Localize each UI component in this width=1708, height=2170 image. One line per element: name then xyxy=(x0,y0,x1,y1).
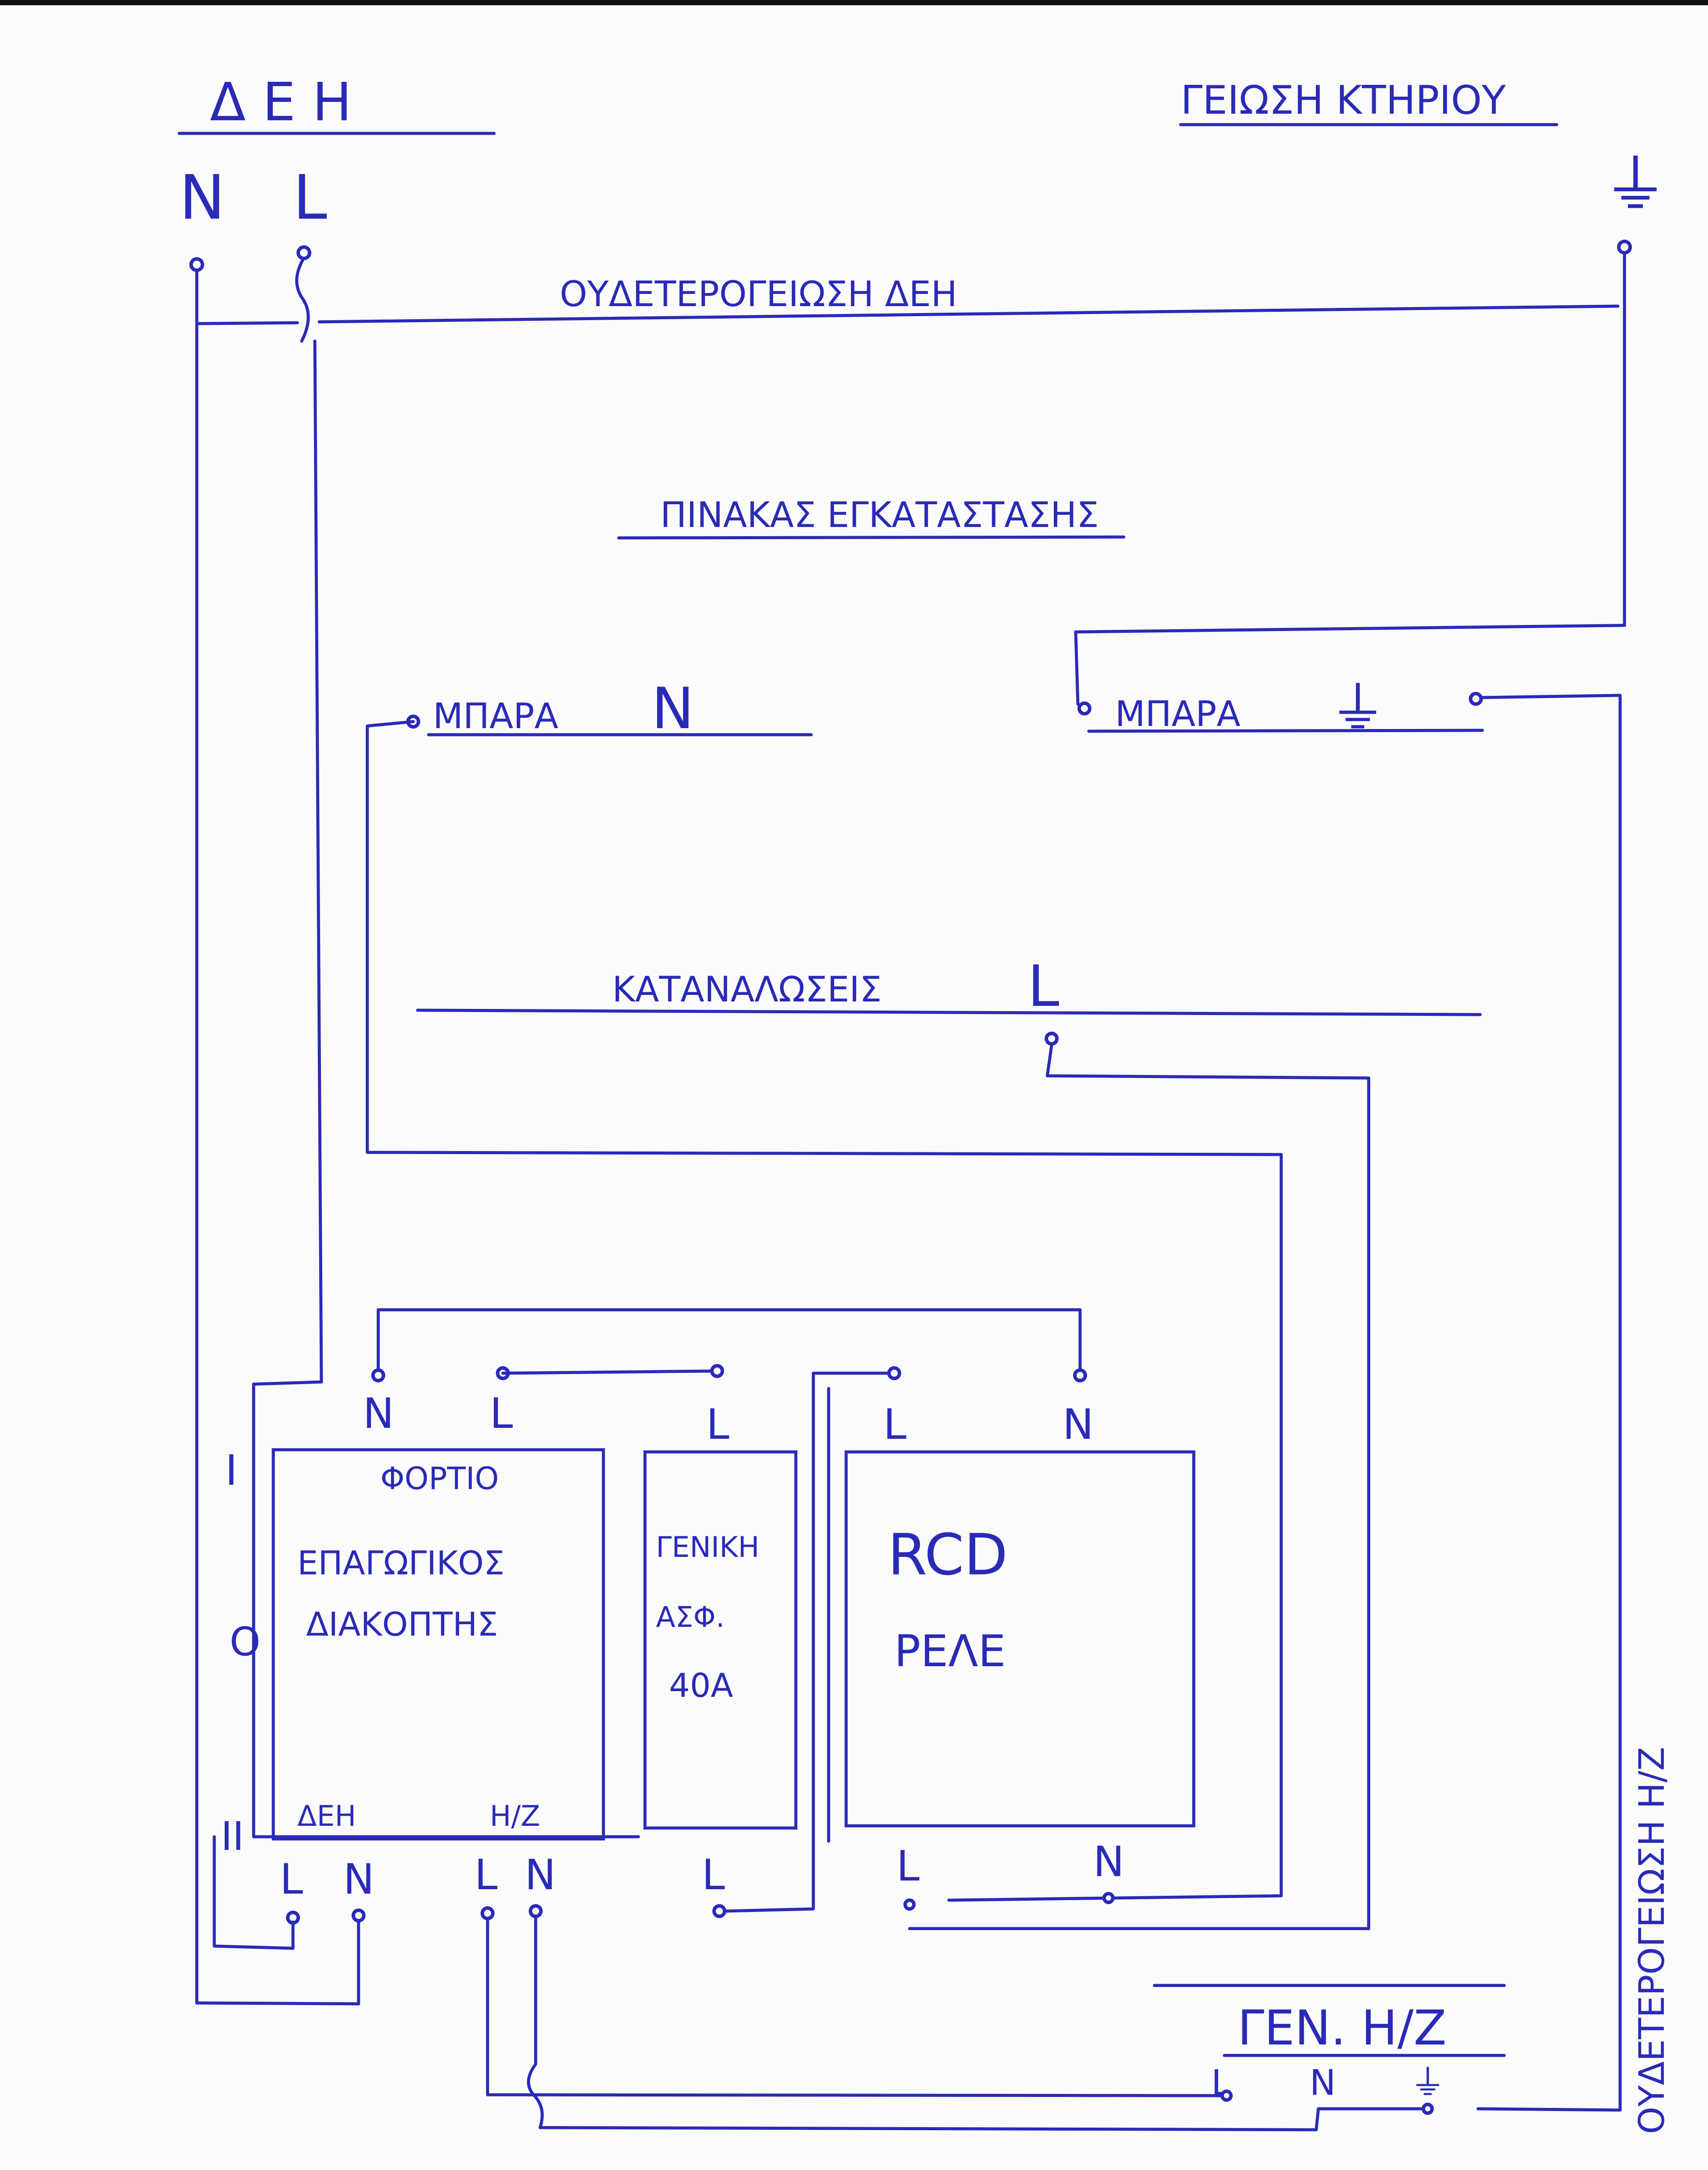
deh-l-to-switch xyxy=(213,1835,295,1950)
switch-bottom-n2: N xyxy=(525,1851,556,1899)
gen-ground-terminal xyxy=(1422,2103,1434,2115)
rcd-top-l: L xyxy=(883,1401,906,1449)
rcd-bottom-l-terminal xyxy=(903,1898,916,1911)
switch-pos-o: O xyxy=(230,1619,261,1665)
switch-n-to-rcd-n-wire xyxy=(376,1308,1082,1371)
switch-deh-n-terminal xyxy=(352,1908,366,1922)
switch-hz-l-terminal xyxy=(481,1906,495,1920)
building-ground-wire xyxy=(1074,252,1626,706)
rcd-line-1: RCD xyxy=(888,1521,1008,1588)
breaker-top-terminal xyxy=(710,1364,724,1378)
deh-l-wire xyxy=(313,339,323,1384)
crossover-bump-top xyxy=(295,256,310,343)
rcd-bottom-n: N xyxy=(1093,1838,1124,1886)
rcd-top-n-terminal xyxy=(1073,1368,1087,1382)
switch-l-to-breaker-wire xyxy=(501,1369,719,1375)
rcd-line-2: ΡΕΛΕ xyxy=(894,1626,1006,1677)
gen-l-to-switch xyxy=(486,1918,1228,2097)
breaker-line-1: ΓΕΝΙΚΗ xyxy=(656,1531,760,1564)
neutral-earthing-deh-wire xyxy=(195,304,1620,325)
bar-n-wire xyxy=(366,720,1283,1902)
deh-n-terminal xyxy=(189,257,204,272)
breaker-line-2: ΑΣΦ. xyxy=(656,1601,725,1634)
switch-bottom-l2: L xyxy=(474,1851,498,1899)
loads-label: ΚΑΤΑΝΑΛΩΣΕΙΣ xyxy=(612,969,882,1010)
switch-hz-n-terminal xyxy=(529,1904,543,1918)
switch-housing-outline xyxy=(252,1382,640,1839)
deh-n-label: N xyxy=(179,162,225,234)
bar-n-letter: N xyxy=(652,675,694,742)
switch-pos-ii: II xyxy=(221,1814,244,1860)
building-ground-icon: ⏚ xyxy=(1603,147,1668,223)
switch-top-l: L xyxy=(490,1390,513,1438)
rcd-top-l-terminal xyxy=(887,1366,901,1380)
bar-ground-label: ΜΠΑΡΑ xyxy=(1115,694,1241,734)
breaker-line-3: 40A xyxy=(669,1666,733,1705)
scan-edge xyxy=(0,0,1708,5)
rcd-bottom-l: L xyxy=(896,1842,920,1891)
loads-wire xyxy=(908,1043,1370,1930)
switch-bottom-n1: N xyxy=(343,1856,374,1904)
switch-common-lead xyxy=(252,1380,323,1386)
rcd-top-n: N xyxy=(1063,1401,1094,1449)
gen-l-terminal xyxy=(1220,2090,1233,2102)
switch-top-n: N xyxy=(363,1390,394,1438)
deh-title: Δ Ε Η xyxy=(210,72,352,133)
switch-line-3: ΔΙΑΚΟΠΤΗΣ xyxy=(306,1605,498,1643)
deh-n-to-switch xyxy=(195,1920,360,2006)
deh-l-terminal xyxy=(296,245,311,260)
breaker-bottom-terminal xyxy=(712,1904,726,1918)
switch-bottom-l1: L xyxy=(280,1856,303,1904)
switch-line-2: ΕΠΑΓΩΓΙΚΟΣ xyxy=(297,1544,505,1582)
gen-n-label: N xyxy=(1310,2062,1336,2103)
breaker-top-l: L xyxy=(706,1401,729,1449)
bar-n-label: ΜΠΑΡΑ xyxy=(433,696,558,736)
switch-line-1: ΦΟΡΤΙΟ xyxy=(380,1461,499,1497)
panel-title-underline xyxy=(617,535,1126,540)
breaker-to-rcd-l-wire xyxy=(724,1371,896,1913)
loads-letter: L xyxy=(1028,953,1059,1019)
changeover-switch-body xyxy=(272,1448,605,1841)
switch-deh-label: ΔΕΗ xyxy=(297,1800,356,1833)
building-ground-title: ΓΕΙΩΣΗ ΚΤΗΡΙΟΥ xyxy=(1181,77,1506,123)
neutral-earthing-gen-label: ΟΥΔΕΤΕΡΟΓΕΙΩΣΗ Η/Ζ xyxy=(1631,1747,1672,2134)
breaker-bottom-l: L xyxy=(702,1851,725,1899)
rcd-bottom-n-terminal xyxy=(1102,1892,1115,1904)
bar-ground-line xyxy=(1087,729,1484,733)
rcd-relay-body xyxy=(844,1450,1196,1828)
switch-pos-i: I xyxy=(225,1447,237,1495)
neutral-earthing-gen-wire xyxy=(1476,694,1622,2112)
bar-ground-terminal-left xyxy=(1077,701,1091,715)
gen-title: ΓΕΝ. Η/Ζ xyxy=(1237,2000,1447,2056)
panel-title: ΠΙΝΑΚΑΣ ΕΓΚΑΤΑΣΤΑΣΗΣ xyxy=(660,495,1099,535)
deh-l-label: L xyxy=(293,162,327,234)
loads-terminal xyxy=(1045,1032,1059,1046)
loads-line xyxy=(416,1008,1482,1016)
switch-hz-label: Η/Ζ xyxy=(490,1800,540,1833)
gen-ground-icon: ⏚ xyxy=(1410,2062,1445,2103)
switch-top-n-terminal xyxy=(371,1368,385,1382)
bar-ground-terminal-right xyxy=(1469,692,1483,706)
neutral-earthing-deh-label: ΟΥΔΕΤΕΡΟΓΕΙΩΣΗ ΔΕΗ xyxy=(560,274,957,314)
main-breaker-body xyxy=(643,1450,798,1830)
gen-n-to-switch xyxy=(527,1916,1427,2132)
building-ground-terminal xyxy=(1617,240,1632,255)
